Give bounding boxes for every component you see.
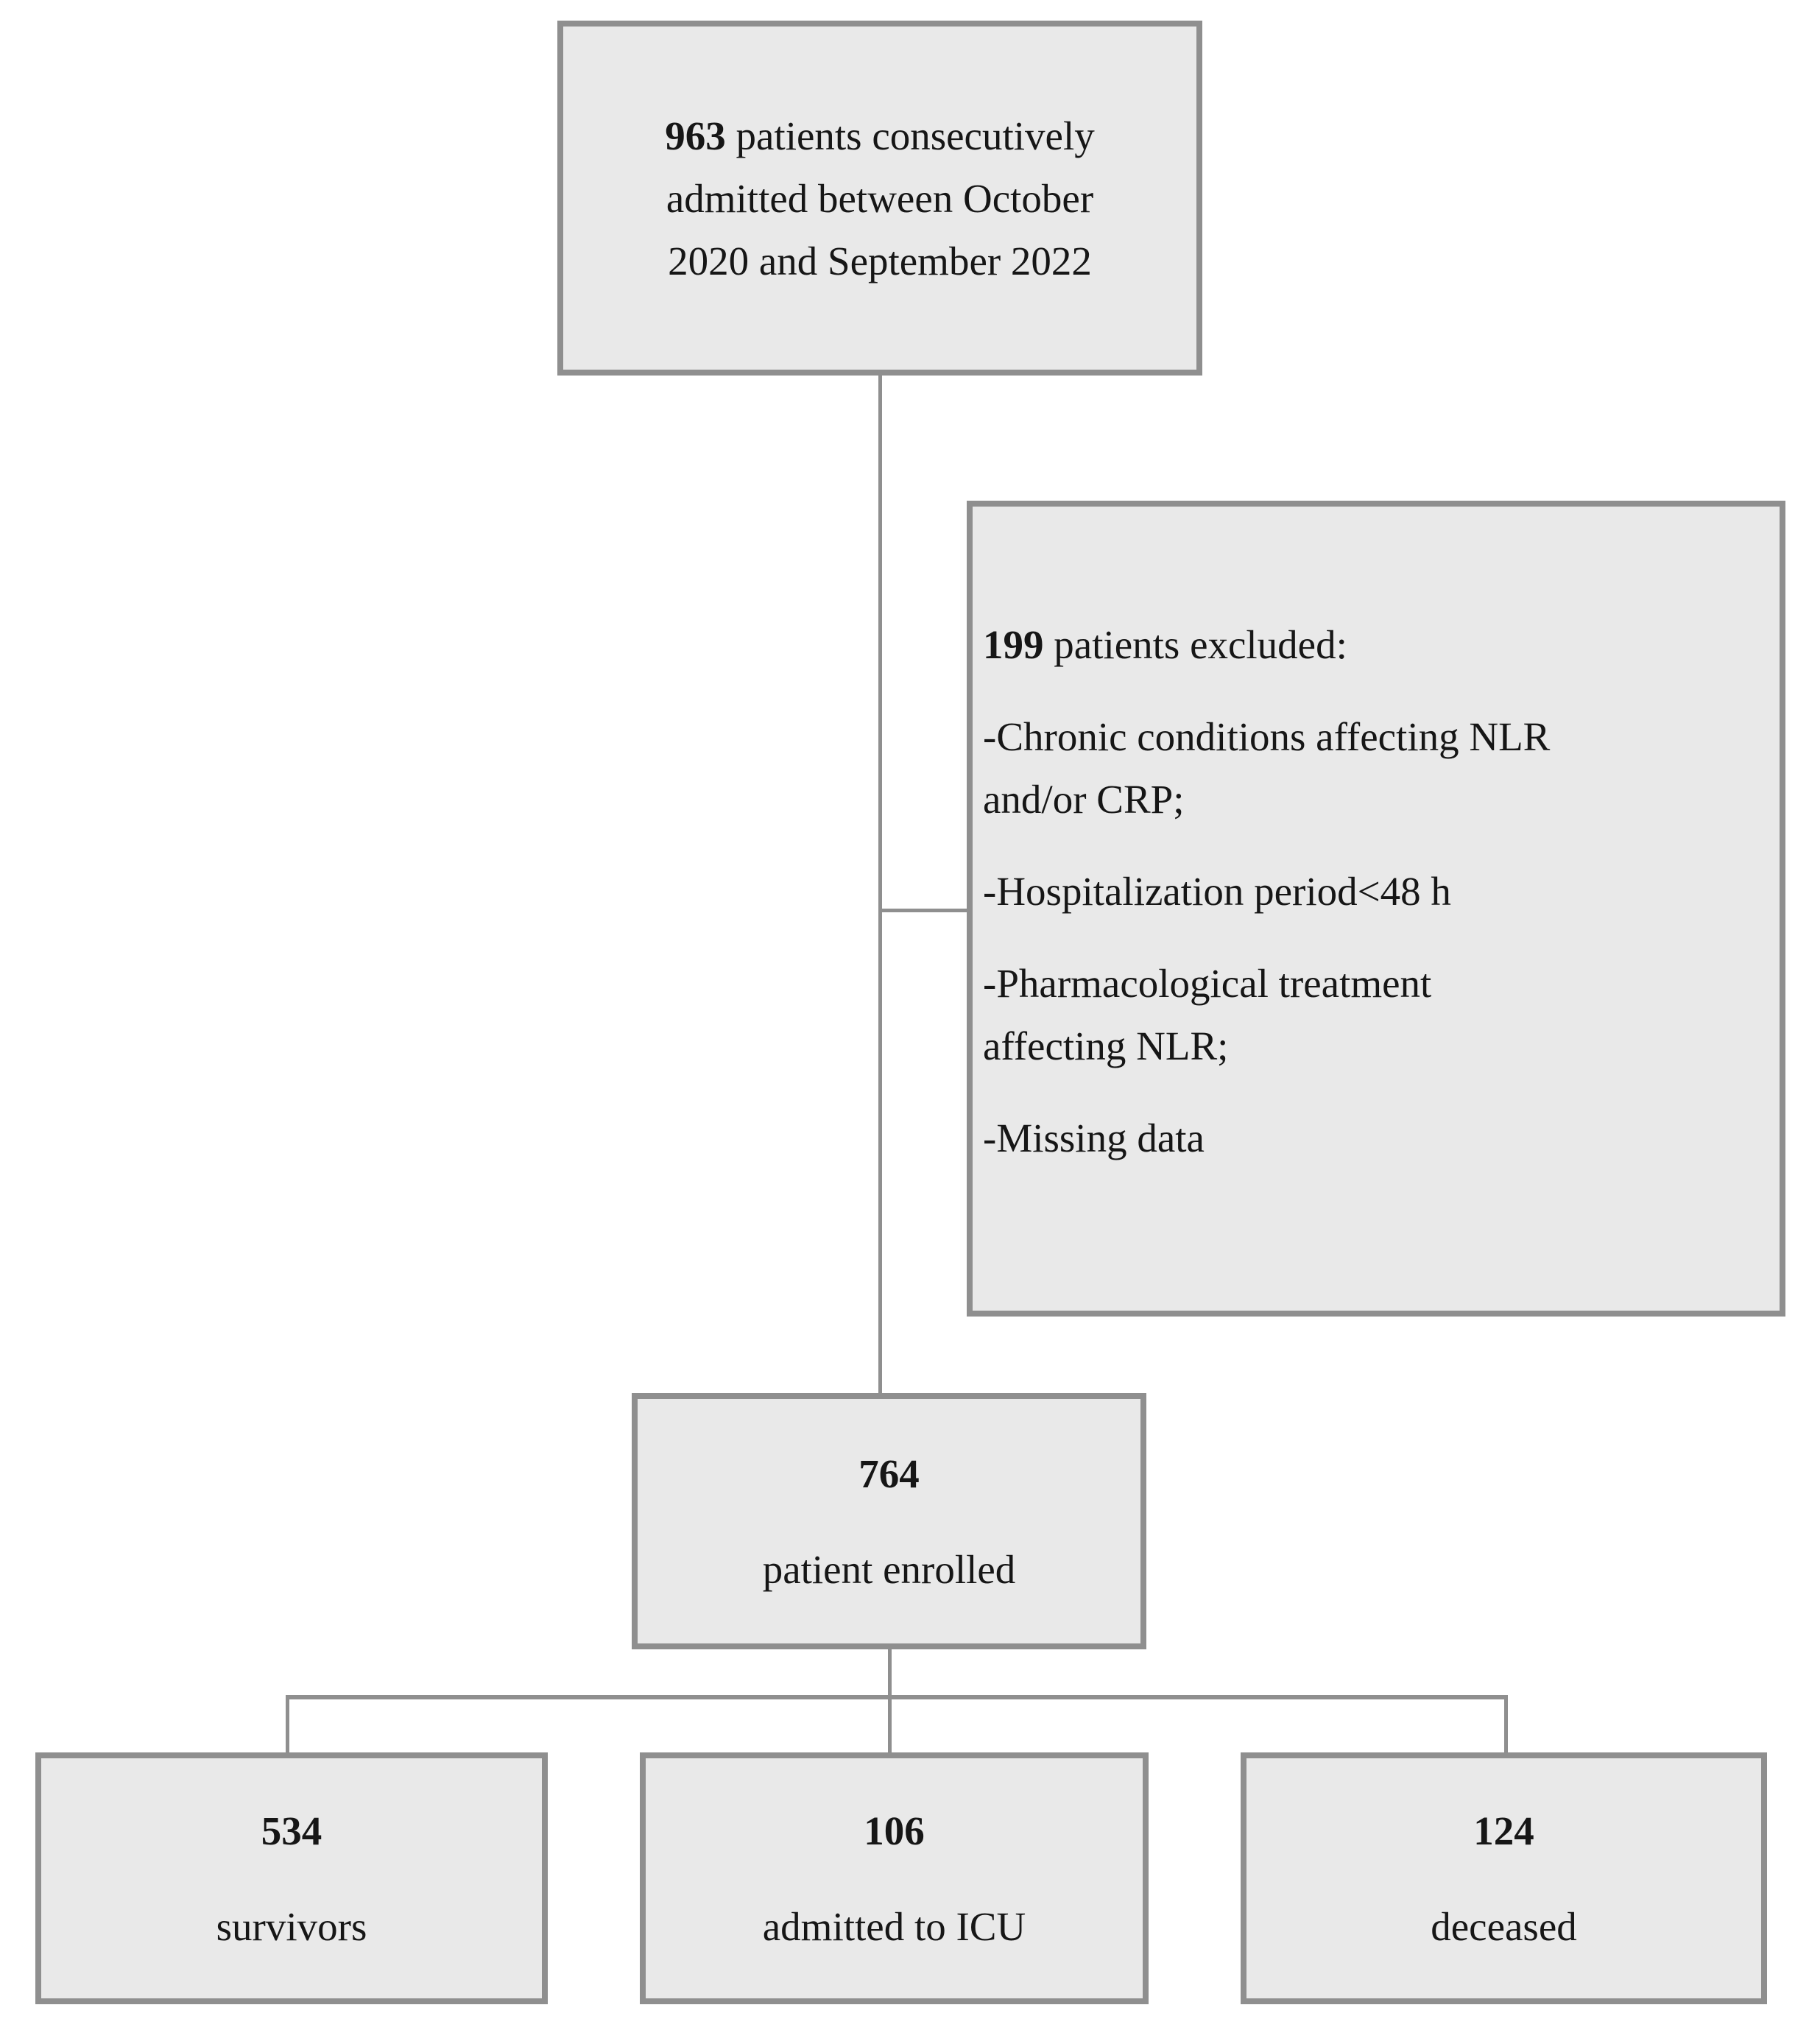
excluded-item-hospitalization: -Hospitalization period<48 h [983, 869, 1451, 914]
connector-drop-icu [888, 1695, 892, 1754]
box-admitted: 963 patients consecutively admitted betw… [557, 21, 1202, 376]
survivors-label: survivors [216, 1903, 367, 1949]
deceased-label: deceased [1431, 1903, 1577, 1949]
admitted-text-rest: patients consecutively admitted between … [666, 113, 1095, 283]
enrolled-label: patient enrolled [762, 1546, 1016, 1592]
box-excluded: 199 patients excluded: -Chronic conditio… [967, 501, 1785, 1317]
box-enrolled: 764 patient enrolled [632, 1393, 1146, 1649]
icu-label: admitted to ICU [762, 1903, 1026, 1949]
excluded-item-missing-data: -Missing data [983, 1116, 1205, 1160]
icu-count: 106 [864, 1808, 925, 1853]
excluded-title: 199 patients excluded: [983, 613, 1772, 676]
excluded-title-rest: patients excluded: [1043, 622, 1347, 667]
box-survivors: 534 survivors [35, 1752, 548, 2004]
excluded-item-chronic: -Chronic conditions affecting NLR and/or… [983, 714, 1551, 822]
connector-drop-survivors [286, 1695, 289, 1754]
connector-bottom-rail [286, 1695, 1508, 1699]
deceased-count: 124 [1473, 1808, 1534, 1853]
connector-admitted-to-enrolled [878, 376, 882, 1395]
excluded-count: 199 [983, 622, 1044, 667]
connector-drop-deceased [1504, 1695, 1508, 1754]
connector-branch-to-excluded [881, 909, 968, 912]
connector-enrolled-down [888, 1649, 892, 1699]
survivors-count: 534 [261, 1808, 322, 1853]
enrolled-count: 764 [858, 1451, 920, 1496]
box-deceased: 124 deceased [1241, 1752, 1767, 2004]
excluded-item-pharmacological: -Pharmacological treatment affecting NLR… [983, 961, 1432, 1068]
box-admitted-text: 963 patients consecutively admitted betw… [665, 105, 1094, 292]
box-icu: 106 admitted to ICU [640, 1752, 1149, 2004]
admitted-count: 963 [665, 113, 726, 158]
